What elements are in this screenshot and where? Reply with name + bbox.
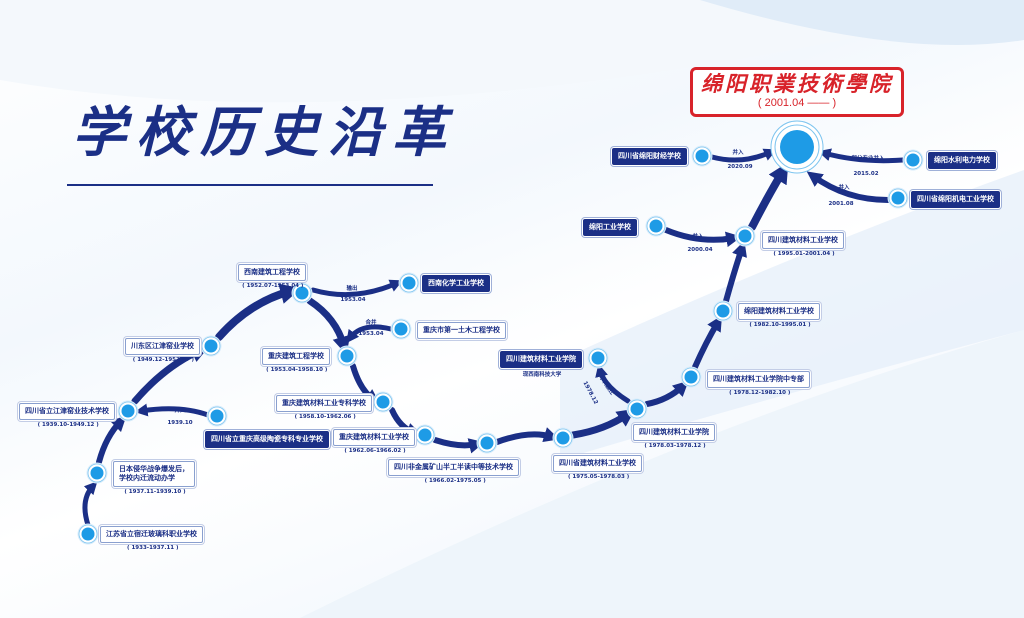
school-period: ( 1966.02-1975.05 ) (424, 478, 486, 484)
school-name-box: 四川省建筑材料工业学校 (553, 455, 642, 472)
school-period: ( 1949.12-1952.07 ) (132, 357, 195, 363)
flow-arrow (723, 240, 747, 304)
timeline-node-dot (77, 523, 99, 545)
edge-action: 并入 (732, 150, 744, 156)
school-name-box: 绵阳建筑材料工业学校 (738, 303, 820, 320)
timeline-node-dot (117, 400, 139, 422)
school-period: ( 1939.10-1949.12 ) (37, 422, 99, 428)
flow-arrow (644, 380, 689, 407)
school-name-box: 四川省立江津窑业技术学校 (19, 403, 115, 420)
timeline-node-dot (626, 398, 648, 420)
flow-arrow (806, 171, 891, 203)
school-name-box: 重庆建筑工程学校 (262, 348, 330, 365)
timeline-node-dot (587, 347, 609, 369)
school-period: ( 1975.05-1978.03 ) (567, 474, 630, 480)
school-period: ( 1995.01-2001.04 ) (773, 251, 835, 257)
timeline-node-dot (291, 282, 313, 304)
school-name-box: 绵阳水利电力学校 (928, 152, 996, 169)
edge-action: 并入 (838, 185, 850, 191)
flow-arrow (96, 415, 127, 465)
flow-arrow (346, 324, 394, 344)
school-name-box: 江苏省立宿迁玻璃科职业学校 (100, 526, 203, 543)
school-period: ( 1937.11-1939.10 ) (124, 489, 186, 495)
school-period: ( 1962.06-1966.02 ) (344, 448, 406, 454)
school-name-box: 四川建筑材料工业学院 (633, 424, 715, 441)
school-name-box: 重庆建筑材料工业专科学校 (276, 395, 372, 412)
school-period: ( 1982.10-1995.01 ) (749, 322, 811, 328)
timeline-node-dot (645, 215, 667, 237)
school-period: ( 1978.12-1982.10 ) (729, 390, 791, 396)
school-period: ( 1952.07-1953.04 ) (242, 283, 304, 289)
flow-arrow (494, 427, 560, 445)
school-name-box: 四川省绵阳机电工业学校 (911, 191, 1000, 208)
school-name-box: 西南建筑工程学校 (238, 264, 306, 281)
school-name-box: 四川建筑材料工业学院 (500, 351, 582, 368)
flow-arrow (569, 408, 636, 439)
school-name-box: 四川建筑材料工业学院中专部 (707, 371, 810, 388)
timeline-node-dot (206, 405, 228, 427)
timeline-node-dot (414, 424, 436, 446)
school-name-box: 重庆建筑材料工业学校 (333, 429, 415, 446)
flow-arrow (310, 279, 403, 298)
edge-date: 2015.02 (853, 171, 879, 177)
flow-arrow (306, 297, 351, 355)
edge-action: 部分专业并入 (851, 156, 885, 162)
flow-arrow (663, 227, 742, 248)
school-name-box: 四川省立重庆高级陶瓷专科专业学校 (205, 431, 329, 448)
school-period: ( 1933-1937.11 ) (127, 545, 179, 551)
flow-arrow (748, 162, 789, 231)
timeline-node-dot (712, 300, 734, 322)
title-underline (67, 184, 433, 186)
school-name-box: 四川非金属矿山半工半读中等技术学校 (388, 459, 519, 476)
school-name-box: 日本侵华战争爆发后， 学校内迁流动办学 (113, 461, 195, 487)
school-name-box: 川东区江津窑业学校 (125, 338, 200, 355)
school-name-box: 重庆市第一土木工程学校 (417, 322, 506, 339)
edge-date: 2001.08 (828, 201, 854, 207)
timeline-node-dot (552, 427, 574, 449)
edge-date: 1953.04 (340, 297, 366, 303)
current-school-dot (770, 120, 824, 174)
current-school-period: ( 2001.04 —— ) (757, 97, 837, 109)
flow-arrow (432, 437, 485, 454)
edge-action: 合并 (365, 320, 377, 326)
current-school-name: 绵阳职業技術學院 (701, 72, 893, 96)
timeline-node-dot (398, 272, 420, 294)
timeline-node-dot (691, 145, 713, 167)
school-period: ( 1978.03-1978.12 ) (644, 443, 706, 449)
school-name-box: 绵阳工业学校 (583, 219, 637, 236)
flow-arrow (817, 148, 906, 164)
timeline-node-dot (476, 432, 498, 454)
edge-action: 输出 (346, 286, 358, 292)
school-name-box: 四川建筑材料工业学校 (762, 232, 844, 249)
timeline-node-dot (887, 187, 909, 209)
timeline-node-dot (200, 335, 222, 357)
timeline-node-dot (680, 366, 702, 388)
timeline-node-dot (86, 462, 108, 484)
flow-arrow (595, 363, 631, 404)
flow-arrow (215, 283, 302, 341)
school-name-box: 四川省绵阳财经学校 (612, 148, 687, 165)
current-school-box: 绵阳职業技術學院 ( 2001.04 —— ) (690, 67, 904, 117)
school-period: ( 1953.04-1958.10 ) (266, 367, 328, 373)
timeline-node-dot (734, 225, 756, 247)
flow-arrow (692, 315, 723, 370)
school-period: ( 1958.10-1962.06 ) (294, 414, 356, 420)
timeline-node-dot (902, 149, 924, 171)
edge-date: 1939.10 (167, 420, 193, 426)
school-note: 现西南科技大学 (522, 372, 562, 378)
flow-arrow (709, 148, 777, 163)
edge-action: 并入 (174, 408, 186, 414)
timeline-node-dot (372, 391, 394, 413)
timeline-node-dot (390, 318, 412, 340)
edge-date: 1953.04 (358, 331, 384, 337)
edge-action: 并入 (692, 234, 704, 240)
flow-arrow (134, 403, 211, 418)
edge-date: 2020.09 (727, 164, 753, 170)
school-name-box: 西南化学工业学校 (422, 275, 490, 292)
edge-date: 2000.04 (687, 247, 713, 253)
flow-arrow (82, 481, 98, 528)
page-title: 学校历史沿革 (72, 100, 456, 164)
timeline-node-dot (336, 345, 358, 367)
